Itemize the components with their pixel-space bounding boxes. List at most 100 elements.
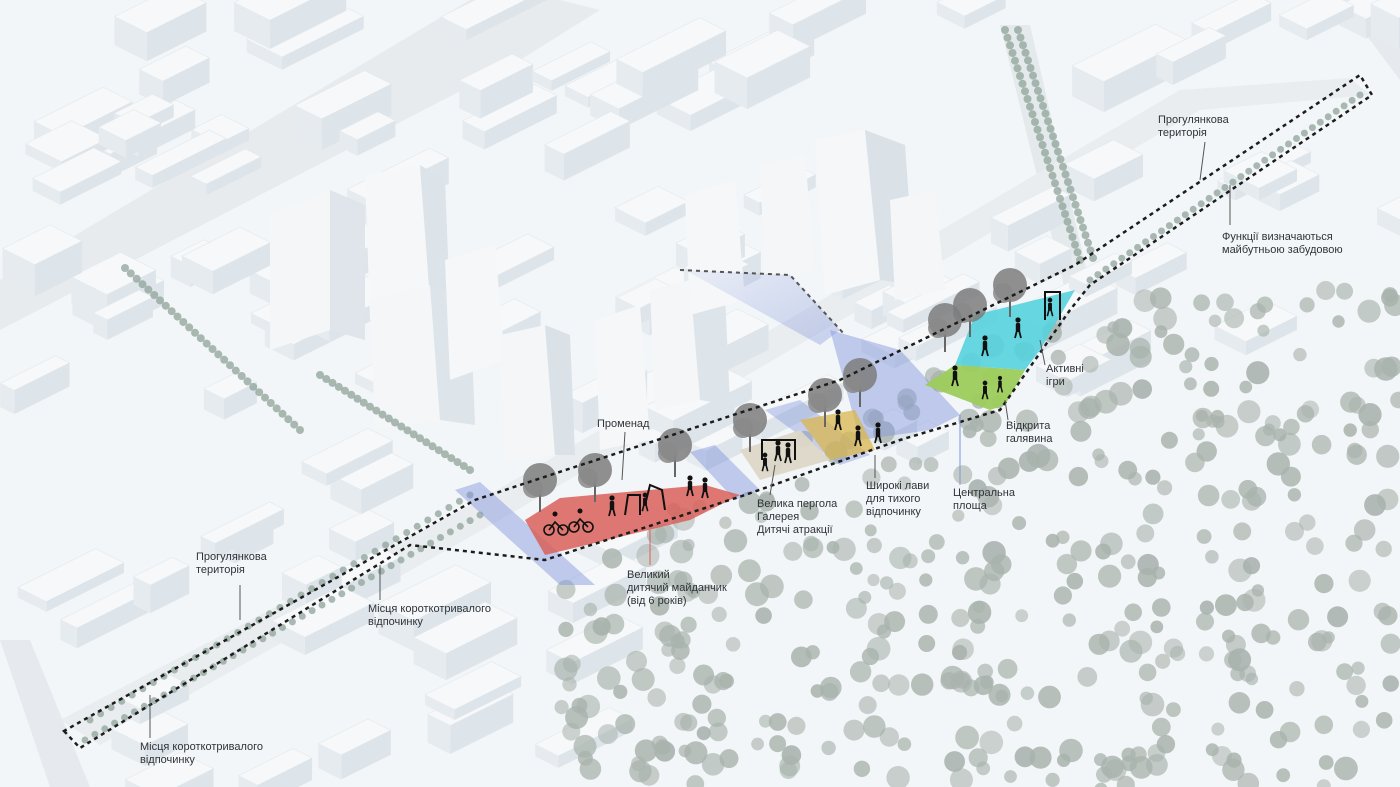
forest-tree (1006, 715, 1023, 732)
street-tree (138, 280, 147, 289)
forest-tree (955, 725, 979, 750)
forest-tree (843, 719, 865, 741)
street-tree (1014, 26, 1022, 34)
forest-tree (921, 549, 936, 564)
street-tree (378, 410, 387, 419)
forest-tree (1249, 303, 1266, 320)
forest-tree (1094, 782, 1108, 787)
forest-tree (1255, 701, 1274, 719)
street-tree (1036, 133, 1044, 142)
street-tree (353, 394, 362, 403)
street-tree (1039, 102, 1047, 110)
forest-tree (1374, 357, 1398, 381)
forest-tree (1195, 409, 1208, 422)
forest-tree (1316, 281, 1336, 300)
forest-tree (1353, 519, 1376, 541)
forest-tree (832, 537, 856, 561)
street-tree (1221, 184, 1229, 191)
tower-1 (270, 190, 365, 350)
label-pergola: Велика пергола Галерея Дитячі атракції (757, 498, 838, 536)
forest-tree (1380, 633, 1400, 654)
street-tree (144, 285, 153, 294)
street-tree (1205, 194, 1213, 202)
forest-tree (1152, 566, 1166, 580)
street-tree (308, 607, 316, 615)
leader-open-lawn (1004, 399, 1009, 421)
forest-tree (754, 510, 768, 523)
forest-tree (1155, 653, 1171, 669)
forest-tree (1296, 405, 1315, 423)
forest-tree (1112, 318, 1133, 339)
street-tree (428, 442, 437, 451)
street-tree (214, 350, 223, 359)
street-tree (371, 547, 379, 555)
street-tree (1071, 240, 1079, 249)
forest-tree (1373, 602, 1392, 621)
forest-tree (1346, 675, 1366, 696)
person-silhouette (874, 422, 882, 444)
street-tree (360, 554, 368, 561)
street-tree (358, 579, 365, 586)
forest-tree (661, 643, 676, 657)
building (98, 109, 162, 158)
people-silhouettes (543, 297, 1054, 536)
street-tree (1066, 185, 1075, 194)
street-tree (339, 566, 347, 574)
building (1014, 235, 1073, 285)
label-central-square: Центральна площа (953, 487, 1015, 512)
forest-tree (1098, 630, 1120, 652)
forest-tree (1015, 409, 1039, 432)
forest-tree (769, 735, 787, 753)
forest-tree (597, 666, 621, 690)
street-tree (150, 697, 158, 705)
forest-tree (1358, 403, 1382, 427)
forest-tree (1265, 630, 1281, 645)
forest-tree (1233, 522, 1252, 541)
building (200, 501, 285, 559)
street-tree (413, 522, 421, 530)
forest-tree (1012, 516, 1027, 531)
forest-tree (1239, 665, 1257, 682)
forest-tree (562, 722, 581, 741)
forest-tree (1308, 632, 1327, 652)
forest-tree (711, 606, 727, 623)
forest-tree (1340, 391, 1362, 413)
pergola-structure (761, 439, 796, 460)
forest-tree (1216, 293, 1234, 312)
street-tree (476, 511, 484, 519)
forest-tree (579, 758, 602, 780)
forest-tree (1045, 772, 1060, 787)
building (1278, 0, 1355, 41)
street-tree (455, 497, 463, 505)
forest-tree (1129, 337, 1151, 359)
tower-6 (595, 305, 650, 450)
forest-tree (1311, 434, 1332, 455)
street-tree (392, 535, 400, 543)
person-silhouette (996, 375, 1004, 393)
street-tree (1084, 238, 1092, 247)
forest-tree (602, 548, 623, 569)
street-tree (150, 291, 159, 299)
street-tree (348, 584, 356, 592)
street-tree (290, 420, 299, 429)
forest-tree (928, 534, 945, 550)
zone-playground (525, 485, 740, 555)
forest-tree (1306, 537, 1324, 555)
street-tree (328, 595, 336, 603)
forest-tree (918, 635, 936, 652)
tower-4 (445, 245, 505, 380)
forest-tree (1095, 543, 1112, 560)
street-tree (1094, 271, 1102, 279)
person-silhouette (701, 477, 709, 499)
forest-tree (1205, 743, 1219, 757)
forest-tree (751, 737, 764, 751)
label-walk-bottom: Прогулянкова територія (196, 551, 267, 576)
person-silhouette (834, 409, 842, 431)
street-tree (101, 725, 109, 733)
forest-tree (1153, 306, 1177, 331)
forest-tree (888, 674, 910, 696)
forest-tree (1020, 686, 1035, 700)
street-tree (1059, 162, 1067, 171)
forest-tree (708, 722, 728, 742)
label-open-lawn: Відкрита галявина (1006, 420, 1053, 445)
